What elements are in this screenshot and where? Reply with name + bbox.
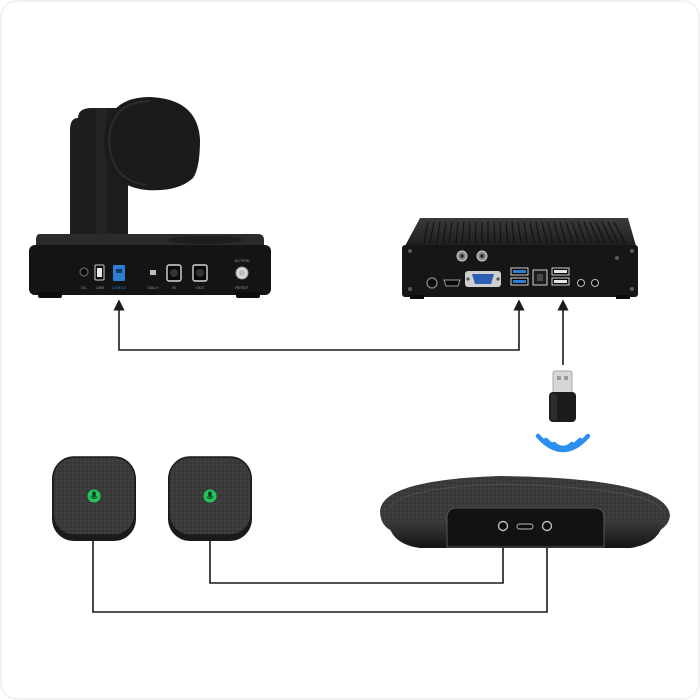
wifi-signal-icon xyxy=(535,433,591,453)
reset-top-label: ACTION xyxy=(234,258,249,263)
expansion-mic-1 xyxy=(52,456,136,541)
usb3-port-label: USB3.0 xyxy=(112,285,127,290)
rs232-in-label: IN xyxy=(172,285,176,290)
usb-port-label: USB xyxy=(96,285,105,290)
speaker-usb-c-port xyxy=(516,523,534,530)
camera-device: DC USB USB3.0 TALLY IN OUT ACTION RESET xyxy=(29,97,271,298)
reset-label: RESET xyxy=(235,285,249,290)
pc-audio-jack-1 xyxy=(577,279,585,287)
tally-port xyxy=(150,270,156,275)
expansion-mic-2 xyxy=(168,456,252,541)
pc-dc-port xyxy=(426,277,438,289)
dc-power-port xyxy=(79,267,89,277)
speaker-expansion-port-2 xyxy=(541,520,553,532)
pc-hdmi-port xyxy=(443,279,461,287)
connection-lines xyxy=(92,299,569,613)
camera-to-pc-usb-line xyxy=(113,299,525,351)
speaker-expansion-port-1 xyxy=(497,520,509,532)
dongle-connector xyxy=(552,370,573,395)
camera-head xyxy=(104,97,200,191)
dc-port-label: DC xyxy=(81,285,87,290)
mic1-to-speaker-line xyxy=(92,532,548,613)
wireless-dongle xyxy=(549,370,576,422)
tally-port-label: TALLY xyxy=(147,285,159,290)
pc-vents xyxy=(423,221,626,244)
rs232-out-label: OUT xyxy=(196,285,205,290)
pc-audio-jack-2 xyxy=(591,279,599,287)
speakerphone-device xyxy=(380,476,670,548)
mini-pc-device xyxy=(402,218,638,299)
mic2-to-speaker-line xyxy=(209,532,504,584)
